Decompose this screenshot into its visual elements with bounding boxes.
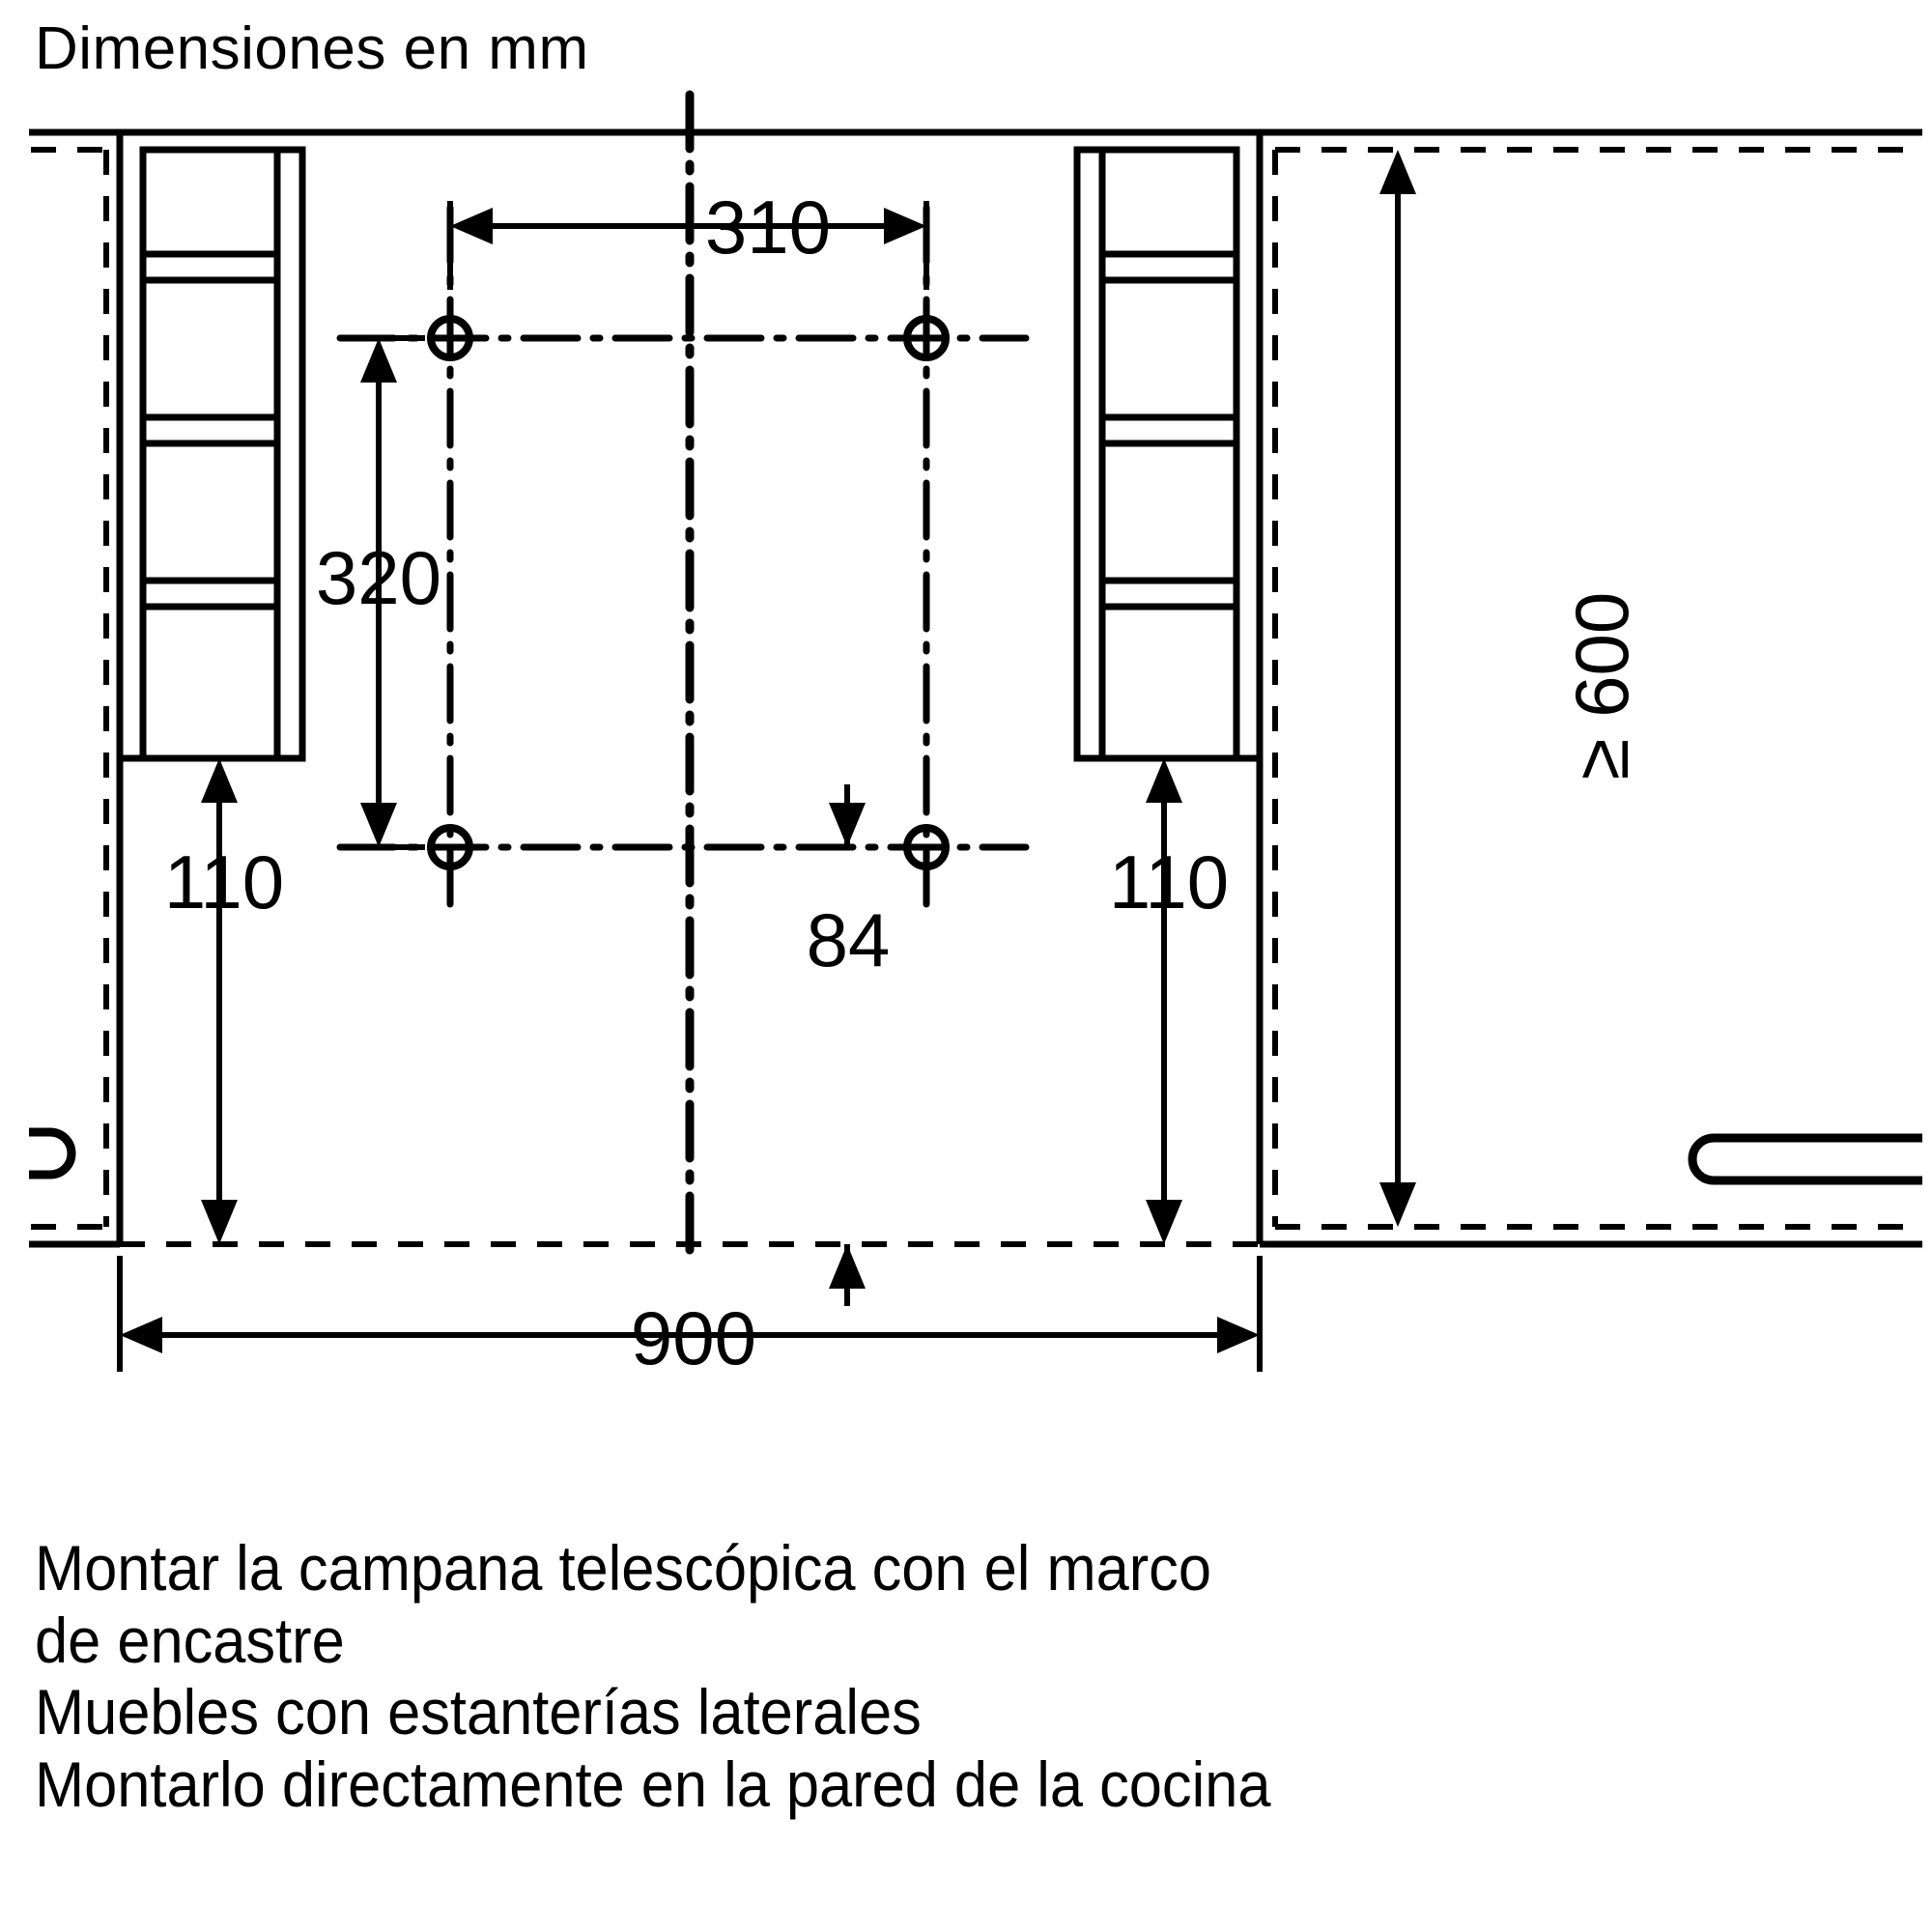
dimension-label-84: 84 [807, 897, 891, 982]
mounting-hole-bottom-left [427, 824, 473, 870]
dimension-label-600: ≥ 600 [1559, 592, 1644, 781]
dimension-label-320: 320 [316, 535, 441, 620]
left-hidden-outline [31, 147, 109, 1230]
mounting-hole-top-left [427, 315, 473, 361]
dimension-label-110-right: 110 [1109, 839, 1229, 924]
right-hidden-outline [1272, 147, 1918, 1230]
mounting-hole-top-right [903, 315, 950, 361]
dimension-84 [829, 784, 866, 1306]
dimension-900 [117, 1256, 1263, 1372]
dimension-600 [1379, 150, 1416, 1227]
dimension-310 [447, 201, 929, 290]
dimension-label-900: 900 [631, 1295, 756, 1380]
note-line-2: de encastre [35, 1604, 345, 1676]
left-rail-detail [29, 1127, 76, 1179]
mounting-hole-bottom-right [903, 824, 950, 870]
note-line-1: Montar la campana telescópica con el mar… [35, 1532, 1211, 1604]
dimension-label-310: 310 [705, 185, 831, 270]
dimension-110-left [201, 758, 238, 1244]
left-side-cabinet [120, 146, 306, 762]
note-line-4: Montarlo directamente en la pared de la … [35, 1747, 1271, 1820]
installation-notes: Montar la campana telescópica con el mar… [35, 1532, 1928, 1820]
dimension-320 [340, 335, 425, 850]
dimension-110-right [1146, 758, 1182, 1244]
dimension-label-110-left: 110 [164, 839, 284, 924]
note-line-3: Muebles con estanterías laterales [35, 1676, 922, 1748]
page-title: Dimensiones en mm [35, 15, 589, 82]
right-side-cabinet [1073, 146, 1260, 762]
installation-diagram: 310 320 110 110 84 900 ≥ 600 [29, 90, 1922, 1380]
right-rail-detail [1688, 1133, 1922, 1185]
